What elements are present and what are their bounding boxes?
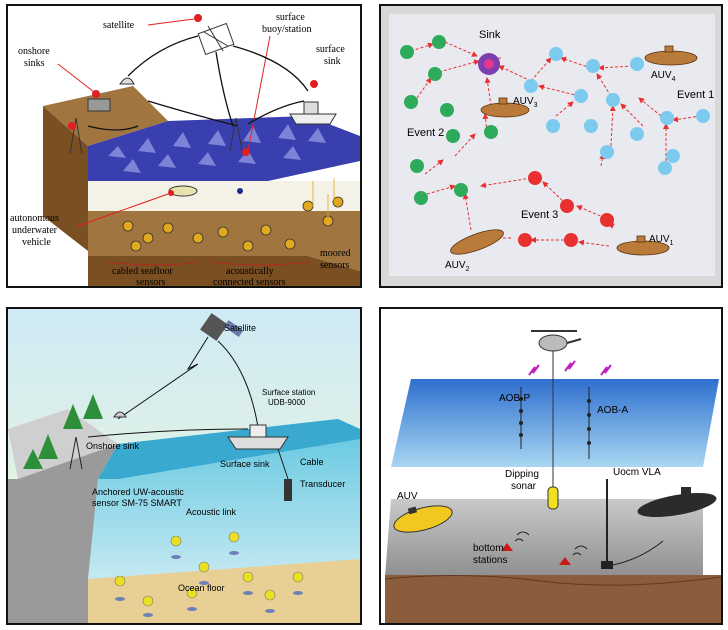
acoustic-sensors-label: acoustically xyxy=(226,266,274,277)
surface-sink-label: Surface sink xyxy=(220,459,270,469)
uw-acoustic-sensors xyxy=(114,531,304,617)
water-column xyxy=(88,181,360,211)
cable-label: Cable xyxy=(300,457,324,467)
transducer-label: Transducer xyxy=(300,479,345,489)
cabled-sensors-label: cabled seafloor xyxy=(112,266,173,277)
bottom-stations-label-2: stations xyxy=(473,555,507,566)
auv-label: AUV xyxy=(397,491,418,502)
event1-label: Event 1 xyxy=(677,89,714,101)
ship-icon xyxy=(289,101,337,125)
auv2-label: AUV2 xyxy=(445,260,470,273)
sink-core xyxy=(484,59,494,69)
cabled-sensors-label-2: sensors xyxy=(136,277,166,286)
dish-icon xyxy=(113,411,127,418)
buoy-marker xyxy=(242,148,250,156)
satellite-label: Satellite xyxy=(224,323,256,333)
auv1-label: AUV1 xyxy=(649,234,674,247)
auv-label-2: underwater xyxy=(12,225,58,236)
acoustic-link-label: Acoustic link xyxy=(186,507,237,517)
ocean-floor-label: Ocean floor xyxy=(178,583,225,593)
surface-station-label: Surface station xyxy=(262,388,315,397)
tree-icons xyxy=(23,394,103,469)
sink-node xyxy=(478,53,500,75)
green-nodes xyxy=(400,35,498,205)
surface-buoy-tower-icon xyxy=(229,117,243,152)
onshore-tower-icon xyxy=(68,117,83,155)
panel-uw-acoustic-sensor-network: Satellite Onshore sink Surface station U… xyxy=(6,307,362,625)
acoustic-sensors-label-2: connected sensors xyxy=(213,277,286,286)
transducer-icon xyxy=(284,479,292,501)
anchored-sensor-model: sensor SM-75 SMART xyxy=(92,498,182,508)
auv3-label: AUV3 xyxy=(513,96,538,109)
panel-event-driven-network: Sink AUV4 AUV3 AUV2 AUV1 Event 1 Event 2… xyxy=(379,4,723,288)
seafloor-sensors xyxy=(122,196,344,252)
seabed-plane xyxy=(385,499,703,577)
auv-label: autonomous xyxy=(10,213,59,224)
bottom-stations-label: bottom xyxy=(473,543,504,554)
auv4-label: AUV4 xyxy=(651,70,676,83)
auv-icon xyxy=(393,505,453,533)
ocean-floor xyxy=(88,559,360,623)
bottom-station-icons xyxy=(501,543,571,565)
land-side xyxy=(43,106,88,251)
aob-p-array xyxy=(519,387,523,449)
submarine-icon xyxy=(637,487,717,518)
red-nodes xyxy=(478,171,614,247)
event3-label: Event 3 xyxy=(521,209,558,221)
satellite-icon xyxy=(194,14,235,56)
sink-label: Sink xyxy=(479,29,501,41)
dish-icon xyxy=(119,77,135,85)
aob-a-array xyxy=(587,387,591,459)
auv-label-3: vehicle xyxy=(22,237,51,248)
onshore-sink-label: Onshore sink xyxy=(86,441,140,451)
satellite-pointer xyxy=(147,18,195,26)
panel-asw-sensor-network: AOB-P AOB-A Uocm VLA Dipping sonar AUV b… xyxy=(379,307,723,625)
surface-buoy-label-2: buoy/station xyxy=(262,24,311,35)
onshore-sinks-label-2: sinks xyxy=(24,58,45,69)
onshore-tower-icon xyxy=(69,436,83,470)
satellite-label: satellite xyxy=(103,20,135,31)
dipping-sonar-label: Dipping xyxy=(505,469,539,480)
satellite-link-onshore xyxy=(117,336,209,420)
event2-label: Event 2 xyxy=(407,127,444,139)
moored-sensors-label: moored xyxy=(320,248,351,259)
uocm-vla-label: Uocm VLA xyxy=(613,467,661,478)
onshore-sinks-label: onshore xyxy=(18,46,50,57)
surface-sink-label-2: sink xyxy=(324,56,341,67)
moored-sensors-label-2: sensors xyxy=(320,260,350,271)
dipping-sonar-icon xyxy=(547,486,559,510)
surface-sink-label: surface xyxy=(316,44,345,55)
satellite-icon xyxy=(200,313,244,341)
dipping-sonar-label-2: sonar xyxy=(511,481,537,492)
surface-station-model: UDB-9000 xyxy=(268,398,306,407)
sea-surface-plane xyxy=(391,379,719,467)
aob-p-label: AOB-P xyxy=(499,393,530,404)
panel-underwater-network-architecture: satellite surface buoy/station surface s… xyxy=(6,4,362,288)
surface-buoy-label: surface xyxy=(276,12,305,23)
onshore-station-icon xyxy=(87,98,111,112)
auv-icons xyxy=(450,45,698,256)
helicopter-icon xyxy=(531,330,582,352)
satellite-link-surface xyxy=(217,340,259,428)
aob-a-label: AOB-A xyxy=(597,405,628,416)
anchored-sensor-label: Anchored UW-acoustic xyxy=(92,487,184,497)
ship-icon xyxy=(227,424,289,450)
